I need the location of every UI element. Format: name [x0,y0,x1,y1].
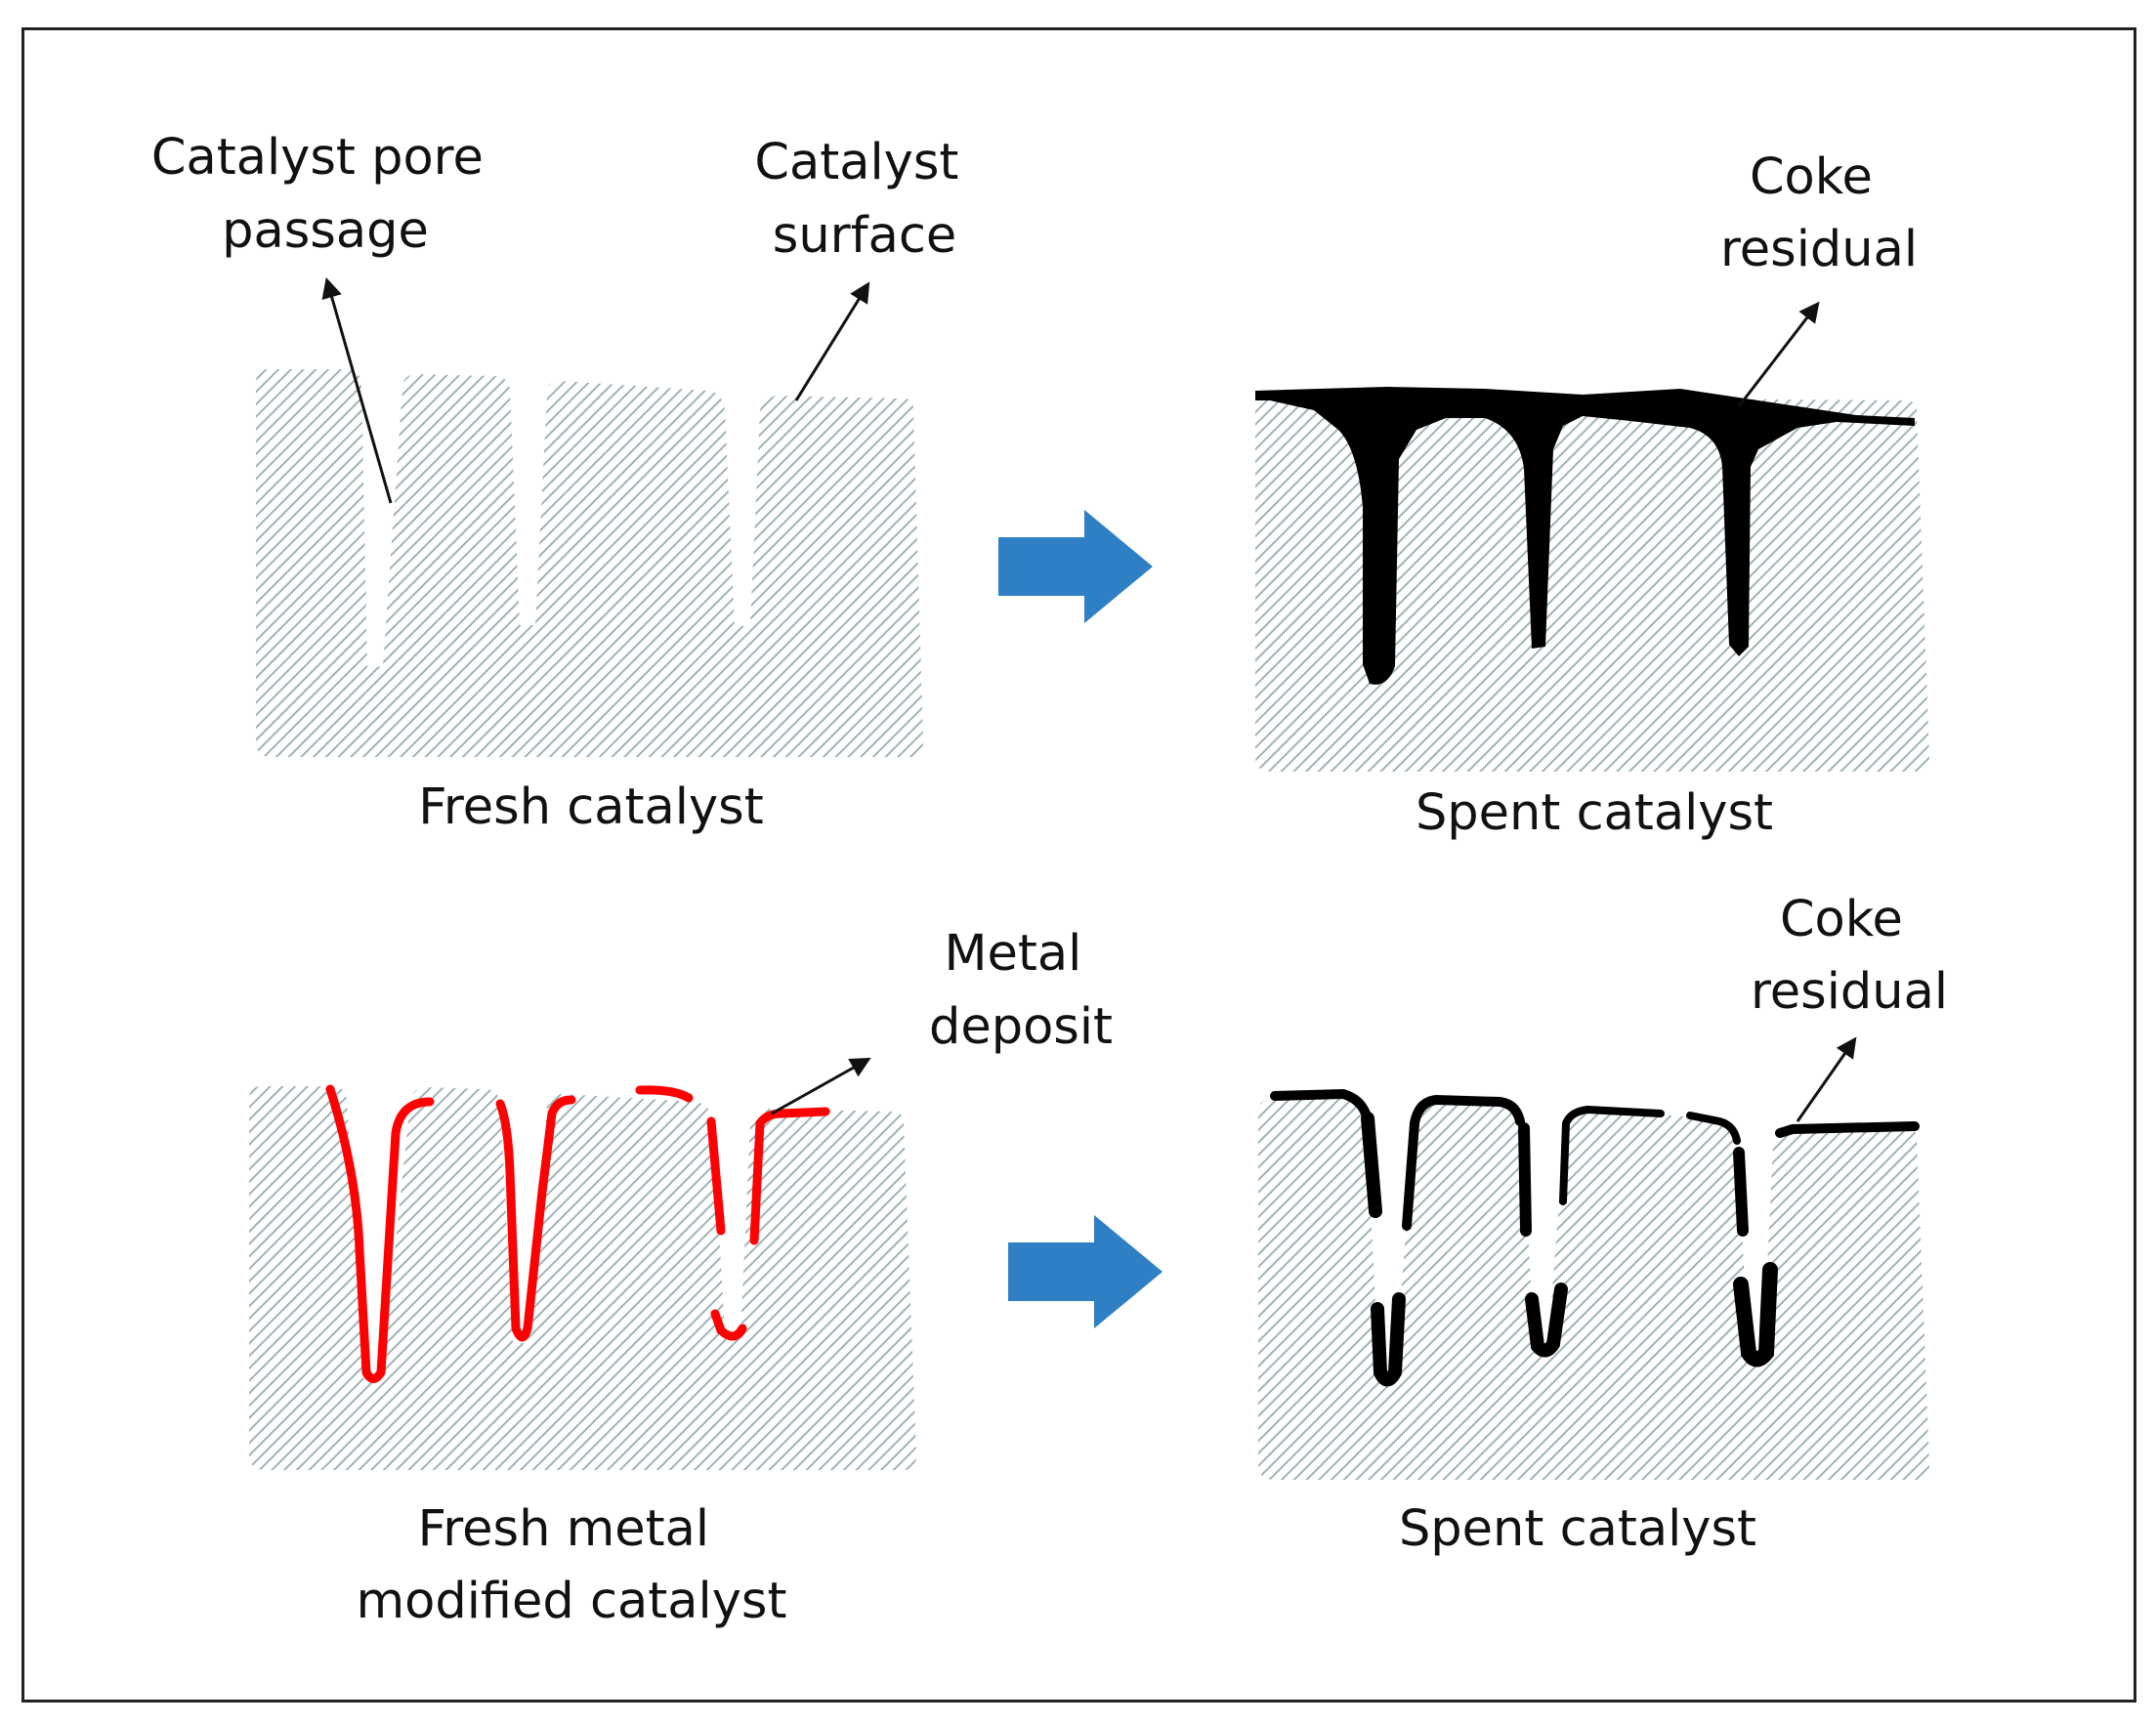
spent-catalyst-label-bottom: Spent catalyst [1399,1500,1756,1558]
coke-residual-label-top-line1: Coke [1750,148,1873,206]
spent-catalyst-body-bottom [1258,1099,1929,1480]
coke-residual-label-bottom-line2: residual [1751,963,1948,1021]
coke-residual-deposit-top [1255,387,1915,685]
fresh-catalyst-label: Fresh catalyst [418,778,763,836]
catalyst-surface-arrow [794,281,870,401]
coke-residual-deposit-bottom [1270,1088,1920,1387]
metal-deposit-label-line2: deposit [929,998,1113,1056]
coke-residual-arrow-bottom [1796,1036,1857,1122]
spent-catalyst-label-top: Spent catalyst [1416,784,1773,842]
fresh-metal-modified-label-line1: Fresh metal [418,1500,709,1558]
coke-residual-arrow-top [1737,301,1820,407]
pore-passage-label-line1: Catalyst pore [151,129,484,187]
fresh-catalyst-body [256,369,923,757]
metal-deposit-lines [325,1084,830,1383]
svg-text:Coke residual: Coke residual [1751,891,1948,1021]
spent-catalyst-panel-top [1255,387,1929,772]
svg-text:Catalyst surface: Catalyst surface [754,134,974,265]
svg-text:Catalyst pore passage: Catalyst pore passage [151,129,499,260]
fresh-metal-catalyst-body [249,1086,916,1470]
svg-text:Metal deposit: Metal deposit [929,925,1113,1056]
metal-deposit-arrow [771,1057,871,1115]
svg-text:Fresh metal modified catal: Fresh metal modified catalyst [357,1500,787,1630]
catalyst-surface-label-line1: Catalyst [754,134,958,191]
svg-text:Coke residual: Coke residual [1720,148,1918,278]
catalyst-surface-label-line2: surface [773,207,957,265]
spent-catalyst-body-top [1255,396,1929,772]
fresh-metal-modified-label-line2: modified catalyst [357,1573,787,1630]
right-arrow-icon [1008,1215,1163,1328]
right-arrow-icon [998,510,1153,623]
pore-passage-label-line2: passage [222,202,429,260]
fresh-catalyst-panel [256,369,923,757]
pore-passage-arrow [321,276,393,504]
fresh-metal-modified-panel [249,1084,916,1470]
spent-catalyst-panel-bottom [1258,1088,1929,1480]
coke-residual-label-bottom-line1: Coke [1780,891,1903,948]
metal-deposit-label-line1: Metal [944,925,1081,983]
coke-residual-label-top-line2: residual [1720,221,1918,278]
